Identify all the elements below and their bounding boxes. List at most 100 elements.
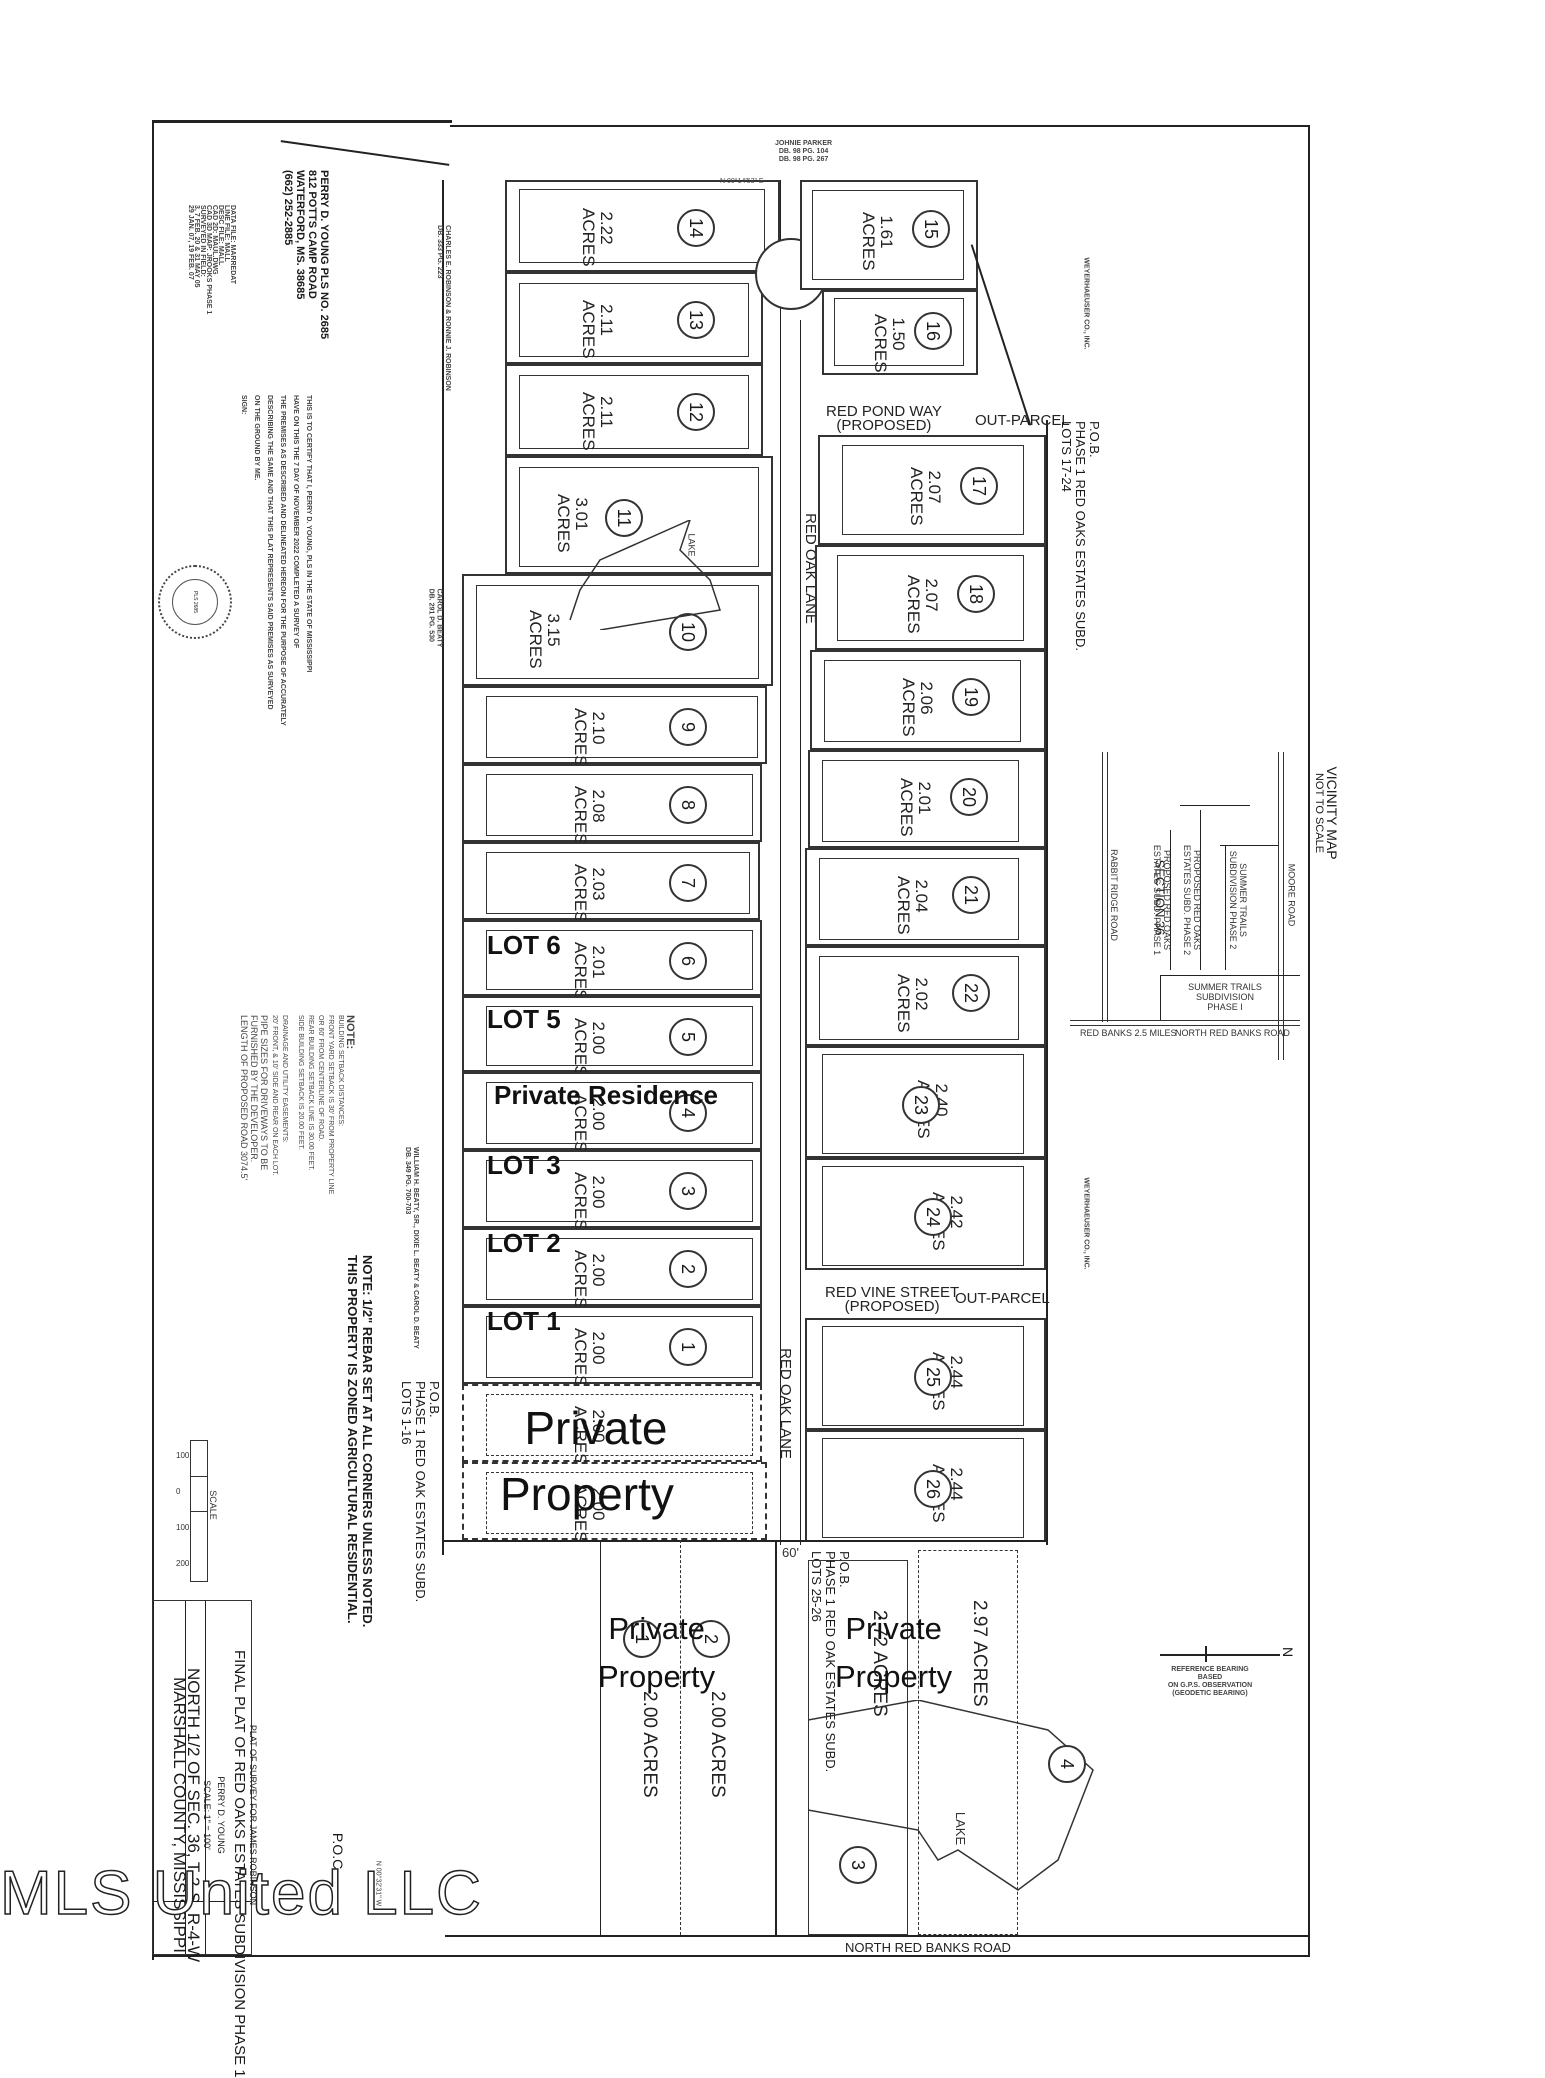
- plat-subtitle: PLAT OF SURVEY FOR JAMES ROBINSON: [248, 1724, 258, 1906]
- adjoiner-db: DB. 98 PG. 104: [778, 148, 829, 155]
- east-boundary: [1046, 420, 1048, 1545]
- note-line: PIPE SIZES FOR DRIVEWAYS TO BE: [259, 1015, 269, 1171]
- scale-ticks: 100 0 100 200: [176, 1438, 190, 1582]
- overlay-lot-6: LOT 6: [487, 930, 561, 960]
- lot-25[interactable]: 2.44ACRES 25: [805, 1318, 1046, 1430]
- cert-line: ON THE GROUND BY ME.: [253, 395, 260, 481]
- sign-label: SIGN:: [240, 395, 247, 415]
- road-north-red-banks: NORTH RED BANKS ROAD: [845, 1940, 1011, 1955]
- lot-s-297[interactable]: 2.97 ACRES LAKE: [918, 1550, 1018, 1935]
- adjoiner-db: DB. 291 PG. 530: [427, 588, 435, 642]
- pob-line: P.O.B.: [1087, 421, 1102, 458]
- lot-number: 25: [914, 1358, 952, 1396]
- lake-outline: [569, 520, 721, 630]
- vicinity-summer-trails-2: SUMMER TRAILS SUBDIVISION PHASE 2: [1228, 850, 1248, 950]
- row-width: 60': [782, 1545, 799, 1560]
- north-arrow: N REFERENCE BEARING BASED ON G.P.S. OBSE…: [1160, 1640, 1300, 1700]
- phase-outline-1: [1170, 830, 1171, 970]
- title-block: [152, 1600, 252, 1955]
- south-lake-outline: [808, 1700, 1094, 1891]
- border-right: [1308, 125, 1310, 1955]
- seal-center: PLS 2685: [172, 579, 218, 625]
- lot-s1[interactable]: 1 2.00 ACRES: [601, 1542, 681, 1932]
- surveyor-seal: PLS 2685: [158, 565, 232, 639]
- approved-by: PERRY D. YOUNG: [216, 1776, 226, 1854]
- border-top: [450, 125, 1310, 127]
- lot-s2[interactable]: 2 2.00 ACRES: [682, 1542, 775, 1932]
- lot-number: 21: [952, 876, 990, 914]
- scale-tick: 200: [176, 1559, 190, 1568]
- note-line: OR 60' FROM CENTERLINE OF ROAD.: [317, 1015, 324, 1142]
- slash-line: [280, 140, 450, 166]
- adjoiner-db: DB. 333 PG. 223: [435, 225, 443, 279]
- lot-23[interactable]: 2.40ACRES 23: [805, 1046, 1046, 1158]
- overlay-text: Property: [500, 1468, 674, 1520]
- vicinity-phase2: PROPOSED RED OAKS ESTATES SUBD. PHASE 2: [1182, 844, 1202, 956]
- plat-title: FINAL PLAT OF RED OAKS ESTATES SUBDIVISI…: [231, 1650, 248, 2078]
- surveyor-address1: 812 POTTS CAMP ROAD: [306, 170, 318, 299]
- bearing-top: N 00°14'53" E: [720, 178, 764, 185]
- overlay-text: Property: [835, 1659, 953, 1694]
- plat-location-2: MARSHALL COUNTY, MISSISSIPPI: [170, 1677, 189, 1953]
- adjoiner-name: CAROL D. BEATY: [435, 588, 443, 648]
- adjoiner-name: JOHNIE PARKER: [775, 140, 833, 147]
- note-line: LENGTH OF PROPOSED ROAD 3074.5': [239, 1015, 249, 1181]
- lot-26[interactable]: 2.44ACRES 26: [805, 1430, 1046, 1542]
- data-files-block: DATA FILE: MARREDAT LINE FILE: MALL DESC…: [185, 205, 236, 365]
- adjoiner-weyerhaeuser-2: WEYERHAEUSER CO., INC.: [1082, 1177, 1090, 1270]
- lot-number: 14: [677, 209, 715, 247]
- lot-number: 19: [952, 678, 990, 716]
- lot-24[interactable]: 2.42ACRES 24: [805, 1158, 1046, 1270]
- pob-line: P.O.B.: [427, 1381, 442, 1418]
- adjoiner-beaty-2: WILLIAM H. BEATY, SR., DIXIE L. BEATY & …: [403, 1147, 419, 1349]
- lot-number: 13: [677, 301, 715, 339]
- summer-trails-left: [1160, 975, 1161, 1020]
- lot-number: 2: [669, 1250, 707, 1288]
- overlay-private-residence: Private Residence: [494, 1080, 719, 1110]
- lot-number: 1: [669, 1328, 707, 1366]
- vicinity-summer-trails-1: SUMMER TRAILS SUBDIVISION PHASE I: [1188, 982, 1262, 1012]
- road-name: RED VINE STREET: [825, 1284, 960, 1301]
- certification-block: THIS IS TO CERTIFY THAT I, PERRY D. YOUN…: [195, 395, 315, 726]
- surveyor-address2: WATERFORD, MS. 38685: [294, 170, 306, 300]
- note-line: FURNISHED BY THE DEVELOPER.: [249, 1015, 259, 1163]
- notes-block: NOTE: BUILDING SETBACK DISTANCES: FRONT …: [235, 1015, 356, 1285]
- lot-s-272[interactable]: 2.72 ACRES 3: [808, 1560, 908, 1935]
- north-note: REFERENCE BEARING BASED: [1171, 1666, 1249, 1681]
- vicinity-red-banks: RED BANKS 2.5 MILES: [1080, 1028, 1177, 1038]
- overlay-lot-2: LOT 2: [487, 1228, 561, 1258]
- south-strip-right: [775, 1540, 777, 1935]
- north-red-banks-line: [1070, 1020, 1300, 1026]
- north-letter: N: [1280, 1646, 1297, 1658]
